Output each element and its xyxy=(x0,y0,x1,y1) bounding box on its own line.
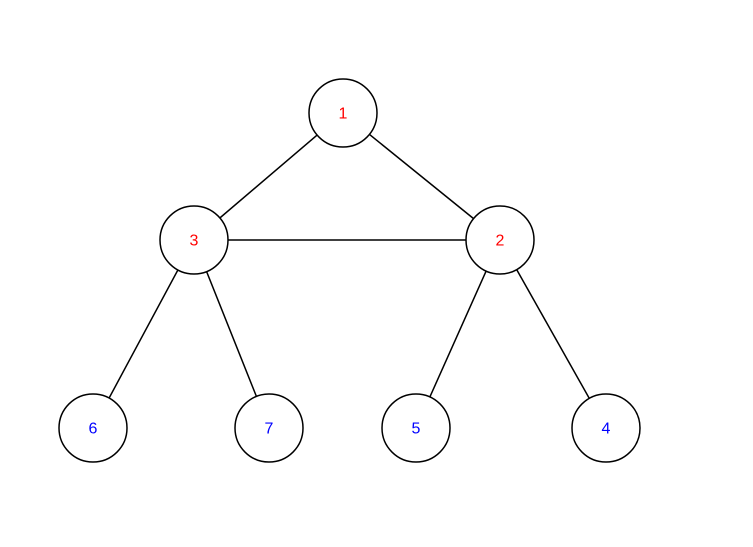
node-label-4: 4 xyxy=(602,421,611,438)
graph-node-3[interactable]: 3 xyxy=(159,205,229,275)
graph-node-2[interactable]: 2 xyxy=(465,205,535,275)
graph-node-6[interactable]: 6 xyxy=(58,393,128,463)
node-label-7: 7 xyxy=(265,421,274,438)
node-circle-5 xyxy=(381,393,451,463)
node-label-2: 2 xyxy=(496,233,505,250)
node-circle-2 xyxy=(465,205,535,275)
graph-edge-2-4 xyxy=(499,239,607,429)
node-circle-4 xyxy=(571,393,641,463)
node-label-5: 5 xyxy=(412,421,421,438)
node-label-3: 3 xyxy=(190,233,199,250)
graph-edge-3-6 xyxy=(92,239,195,429)
nodes-layer: 1 3 2 6 7 5 4 xyxy=(58,78,641,463)
edges-layer xyxy=(92,112,607,429)
graph-node-1[interactable]: 1 xyxy=(308,78,378,148)
node-circle-3 xyxy=(159,205,229,275)
graph-node-5[interactable]: 5 xyxy=(381,393,451,463)
graph-node-7[interactable]: 7 xyxy=(234,393,304,463)
node-label-6: 6 xyxy=(89,421,98,438)
graph-node-4[interactable]: 4 xyxy=(571,393,641,463)
node-circle-7 xyxy=(234,393,304,463)
node-circle-1 xyxy=(308,78,378,148)
node-circle-6 xyxy=(58,393,128,463)
node-label-1: 1 xyxy=(339,106,348,123)
